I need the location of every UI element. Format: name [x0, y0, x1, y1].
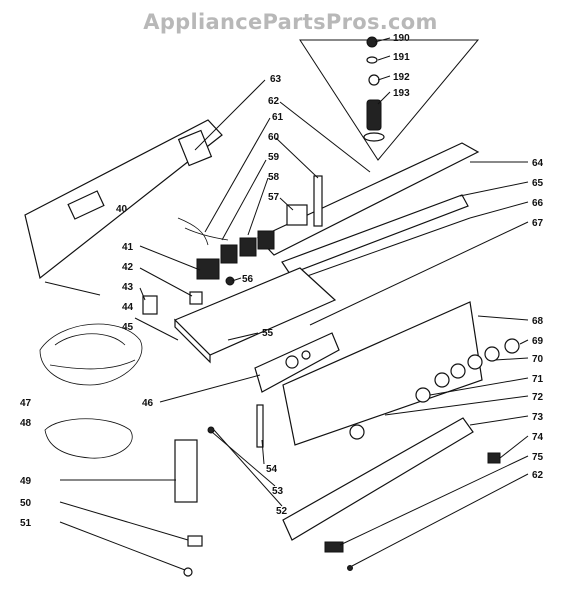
- callout-53: 53: [272, 486, 284, 497]
- callout-69: 69: [532, 336, 544, 347]
- part-65-tube: [281, 194, 469, 275]
- part-50-clip: [187, 535, 203, 547]
- part-43-relay: [142, 295, 158, 315]
- part-42-clip: [189, 291, 203, 305]
- callout-193: 193: [393, 88, 410, 99]
- front-console: [254, 301, 483, 446]
- watermark-text: AppliancePartsPros.com: [143, 10, 438, 34]
- part-57-relay: [286, 204, 308, 226]
- clock-knob: [285, 355, 299, 369]
- part-70-knob-d: [434, 372, 450, 388]
- callout-56: 56: [242, 274, 254, 285]
- control-box: [173, 267, 337, 364]
- callout-66: 66: [532, 198, 544, 209]
- inset-detail: [299, 36, 480, 161]
- part-40-back-panel: [24, 119, 223, 280]
- part-191-washer: [366, 56, 378, 64]
- part-190-nut: [366, 36, 378, 48]
- control-box-side: [174, 318, 211, 364]
- callout-75: 75: [532, 452, 544, 463]
- callout-192: 192: [393, 72, 410, 83]
- part-73-trim: [282, 417, 474, 541]
- callout-52: 52: [276, 506, 288, 517]
- callout-55: 55: [262, 328, 274, 339]
- part-58-switch-c: [257, 230, 275, 250]
- harness: [39, 323, 264, 577]
- callout-71: 71: [532, 374, 544, 385]
- callout-43: 43: [122, 282, 134, 293]
- part-56-screw: [225, 276, 235, 286]
- inset-outline: [299, 39, 480, 161]
- part-70-knob-b: [467, 354, 483, 370]
- part-54-rod: [256, 404, 264, 448]
- callout-68: 68: [532, 316, 544, 327]
- part-47-harness: [39, 323, 143, 386]
- part-70-knob-c: [450, 363, 466, 379]
- part-193-base: [363, 132, 385, 142]
- callout-46: 46: [142, 398, 154, 409]
- callout-labels: 190 191 192 193 63 62 61 60 59 58 57 64 …: [20, 33, 544, 529]
- part-48-harness: [44, 418, 133, 459]
- callout-62-bottom: 62: [532, 470, 544, 481]
- callout-47: 47: [20, 398, 32, 409]
- part-74-clip: [487, 452, 501, 464]
- callout-54: 54: [266, 464, 278, 475]
- part-47-wires: [49, 333, 136, 370]
- callout-62-top: 62: [268, 96, 280, 107]
- knobs: [349, 338, 520, 440]
- callout-51: 51: [20, 518, 32, 529]
- back-panel-label: [67, 190, 105, 220]
- callout-48: 48: [20, 418, 32, 429]
- callout-74: 74: [532, 432, 544, 443]
- callout-45: 45: [122, 322, 134, 333]
- part-193-stem: [366, 99, 382, 131]
- callout-60: 60: [268, 132, 280, 143]
- part-62-screw-b: [347, 565, 353, 571]
- callout-67: 67: [532, 218, 544, 229]
- callout-44: 44: [122, 302, 134, 313]
- part-68-console: [282, 301, 483, 446]
- part-52-screw: [207, 426, 215, 434]
- part-63-cover: [177, 129, 213, 167]
- part-41-block: [196, 258, 220, 280]
- callout-63: 63: [270, 74, 282, 85]
- callout-57: 57: [268, 192, 280, 203]
- part-61-wire: [177, 217, 229, 246]
- part-51-nut: [183, 567, 193, 577]
- part-70-knob-a: [484, 346, 500, 362]
- callout-40: 40: [116, 204, 128, 215]
- callout-72: 72: [532, 392, 544, 403]
- clock-knob-small: [301, 350, 311, 360]
- part-71-knob: [415, 387, 431, 403]
- callout-190: 190: [393, 33, 410, 44]
- part-66-rod: [295, 217, 471, 281]
- rear-tube-assembly: [256, 142, 480, 281]
- part-58-switch-a: [220, 244, 238, 264]
- part-49-bracket: [174, 439, 198, 503]
- callout-65: 65: [532, 178, 544, 189]
- callout-64: 64: [532, 158, 544, 169]
- leader-lines: [44, 37, 529, 571]
- part-53-knob: [349, 424, 365, 440]
- callout-59: 59: [268, 152, 280, 163]
- callout-49: 49: [20, 476, 32, 487]
- part-58-switch-b: [239, 237, 257, 257]
- callout-50: 50: [20, 498, 32, 509]
- part-192-clip: [368, 74, 380, 86]
- part-60-bracket: [313, 175, 323, 227]
- callout-42: 42: [122, 262, 134, 273]
- callout-191: 191: [393, 52, 410, 63]
- callout-58: 58: [268, 172, 280, 183]
- callout-61: 61: [272, 112, 284, 123]
- back-panel: [24, 119, 223, 280]
- callout-41: 41: [122, 242, 134, 253]
- callout-73: 73: [532, 412, 544, 423]
- callout-70: 70: [532, 354, 544, 365]
- part-69-knob: [504, 338, 520, 354]
- trim-strip: [282, 417, 501, 571]
- part-75-clip: [324, 541, 344, 553]
- switch-block: [142, 204, 308, 315]
